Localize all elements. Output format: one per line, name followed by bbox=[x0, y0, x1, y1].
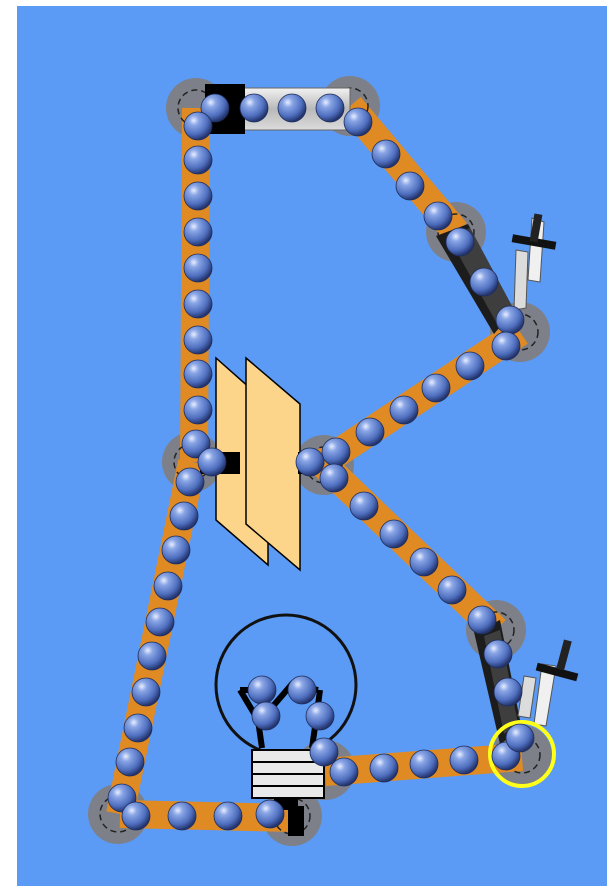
ball-icon bbox=[449, 745, 479, 775]
ball-icon bbox=[145, 607, 175, 637]
ball-icon bbox=[321, 437, 351, 467]
ball-icon bbox=[329, 757, 359, 787]
ball-icon bbox=[287, 675, 317, 705]
balls bbox=[107, 93, 535, 831]
ball-icon bbox=[247, 675, 277, 705]
ball-icon bbox=[131, 677, 161, 707]
ball-icon bbox=[505, 723, 535, 753]
ball-icon bbox=[255, 799, 285, 829]
ball-icon bbox=[355, 417, 385, 447]
ball-icon bbox=[495, 305, 525, 335]
circuit-board bbox=[17, 6, 607, 886]
ball-icon bbox=[295, 447, 325, 477]
ball-icon bbox=[183, 325, 213, 355]
ball-icon bbox=[121, 801, 151, 831]
ball-icon bbox=[183, 253, 213, 283]
ball-icon bbox=[343, 107, 373, 137]
selection-ring-icon[interactable] bbox=[488, 720, 556, 788]
ball-icon bbox=[371, 139, 401, 169]
ball-icon bbox=[315, 93, 345, 123]
ball-icon bbox=[305, 701, 335, 731]
ball-icon bbox=[239, 93, 269, 123]
ball-icon bbox=[115, 747, 145, 777]
ball-icon bbox=[200, 93, 230, 123]
ball-icon bbox=[369, 753, 399, 783]
ball-icon bbox=[445, 227, 475, 257]
ball-icon bbox=[251, 701, 281, 731]
ball-icon bbox=[123, 713, 153, 743]
ball-icon bbox=[183, 359, 213, 389]
ball-icon bbox=[183, 145, 213, 175]
ball-icon bbox=[197, 447, 227, 477]
ball-icon bbox=[169, 501, 199, 531]
ball-icon bbox=[483, 639, 513, 669]
ball-icon bbox=[379, 519, 409, 549]
ball-icon bbox=[183, 217, 213, 247]
ball-icon bbox=[455, 351, 485, 381]
ball-icon bbox=[183, 181, 213, 211]
ball-icon bbox=[389, 395, 419, 425]
ball-icon bbox=[395, 171, 425, 201]
ball-icon bbox=[409, 749, 439, 779]
ball-icon bbox=[309, 737, 339, 767]
ball-icon bbox=[137, 641, 167, 671]
ball-icon bbox=[349, 491, 379, 521]
ball-icon bbox=[467, 605, 497, 635]
ball-icon bbox=[437, 575, 467, 605]
ball-icon bbox=[319, 463, 349, 493]
capacitor-plates-icon bbox=[215, 356, 301, 572]
ball-icon bbox=[421, 373, 451, 403]
ball-icon bbox=[183, 395, 213, 425]
ball-icon bbox=[469, 267, 499, 297]
ball-icon bbox=[213, 801, 243, 831]
ball-icon bbox=[493, 677, 523, 707]
ball-icon bbox=[175, 467, 205, 497]
ball-icon bbox=[167, 801, 197, 831]
ball-icon bbox=[183, 111, 213, 141]
ball-icon bbox=[153, 571, 183, 601]
ball-icon bbox=[491, 331, 521, 361]
ball-icon bbox=[161, 535, 191, 565]
ball-icon bbox=[183, 289, 213, 319]
ball-icon bbox=[423, 201, 453, 231]
ball-icon bbox=[409, 547, 439, 577]
ball-icon bbox=[277, 93, 307, 123]
